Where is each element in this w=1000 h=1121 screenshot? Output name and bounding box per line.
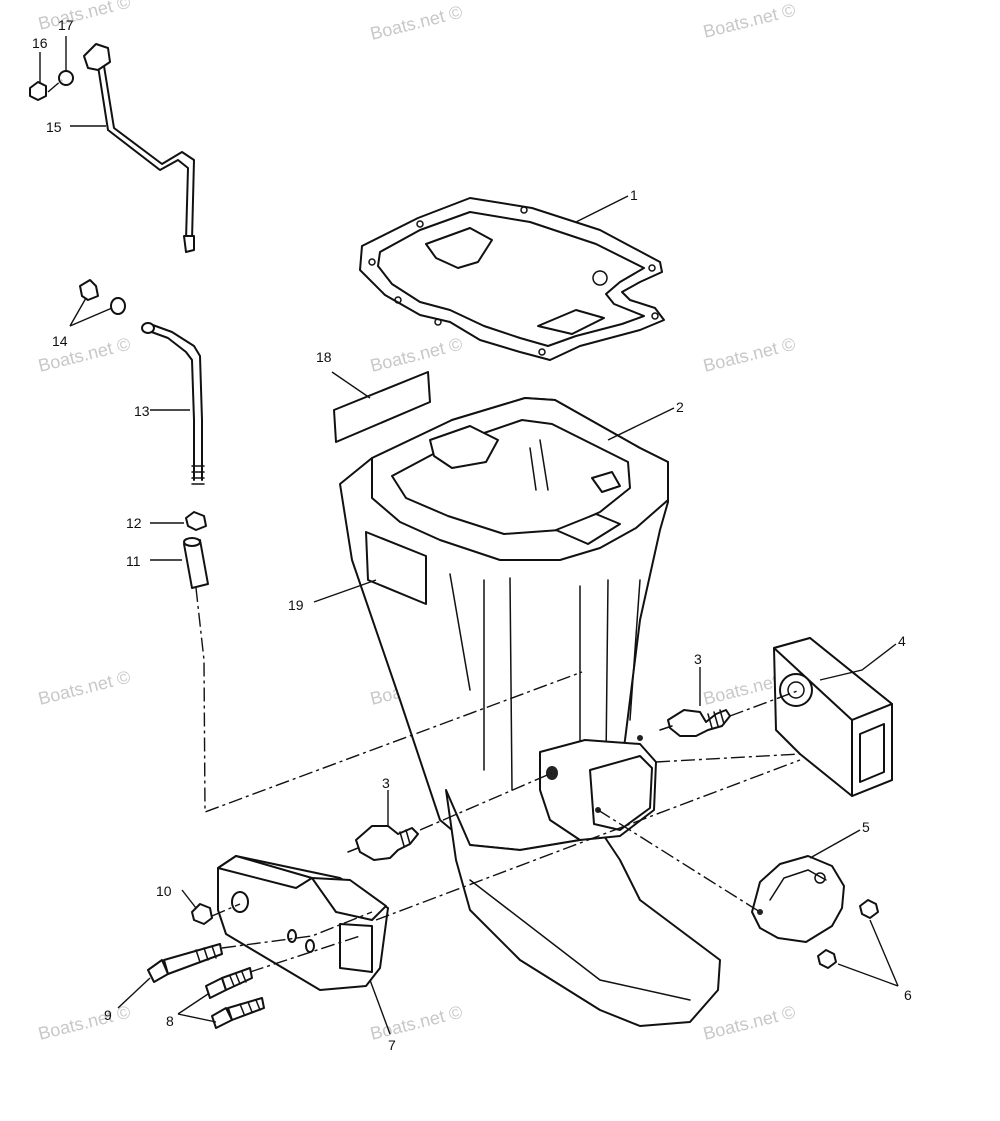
leader-lines — [39, 36, 899, 1035]
callout-8: 8 — [166, 1013, 174, 1029]
watermark: Boats.net © — [36, 334, 132, 376]
callout-5: 5 — [862, 819, 870, 835]
screw-6-part — [817, 899, 879, 969]
clip-16-part — [29, 81, 47, 101]
watermark: Boats.net © — [368, 2, 464, 44]
sleeve-11-part — [183, 537, 209, 589]
callout-19: 19 — [288, 597, 304, 613]
callout-1: 1 — [630, 187, 638, 203]
callout-3-upper: 3 — [694, 651, 702, 667]
callout-labels: 1 2 3 3 4 5 6 7 8 9 10 11 12 13 14 15 16… — [32, 17, 912, 1053]
watermark: Boats.net © — [701, 0, 797, 42]
callout-10: 10 — [156, 883, 172, 899]
nut-12-part — [185, 511, 207, 531]
callout-15: 15 — [46, 119, 62, 135]
decal-18-part — [333, 371, 431, 443]
callout-2: 2 — [676, 399, 684, 415]
callout-11: 11 — [126, 553, 141, 569]
callout-4: 4 — [898, 633, 906, 649]
watermark: Boats.net © — [701, 1002, 797, 1044]
screw-14-part — [79, 279, 126, 315]
callout-13: 13 — [134, 403, 150, 419]
bolt-9-part — [147, 943, 223, 983]
gasket-part — [359, 197, 665, 361]
mount-bracket-lower-part — [217, 855, 389, 991]
nut-10-part — [191, 903, 213, 925]
callout-7: 7 — [388, 1037, 396, 1053]
rod-15-part — [83, 43, 195, 253]
callout-9: 9 — [104, 1007, 112, 1023]
cover-5-part — [751, 855, 845, 943]
watermark: Boats.net © — [36, 0, 132, 34]
callout-16: 16 — [32, 35, 48, 51]
mount-bracket-upper-part — [773, 637, 893, 797]
watermark: Boats.net © — [368, 334, 464, 376]
rubber-mount-upper-part — [659, 709, 731, 737]
lower-unit-part — [445, 735, 721, 1027]
callout-12: 12 — [126, 515, 142, 531]
callout-3-lower: 3 — [382, 775, 390, 791]
bolt-8-part — [205, 967, 265, 1029]
callout-14: 14 — [52, 333, 68, 349]
drive-shaft-housing-part — [339, 397, 669, 851]
watermark: Boats.net © — [701, 334, 797, 376]
washer-17-part — [58, 70, 74, 86]
watermark: Boats.net © — [36, 667, 132, 709]
rubber-mount-lower-part — [347, 825, 419, 861]
assembly-lines — [47, 79, 801, 973]
callout-6: 6 — [904, 987, 912, 1003]
rod-13-part — [141, 322, 205, 485]
callout-18: 18 — [316, 349, 332, 365]
callout-17: 17 — [58, 17, 74, 33]
watermark: Boats.net © — [368, 1002, 464, 1044]
